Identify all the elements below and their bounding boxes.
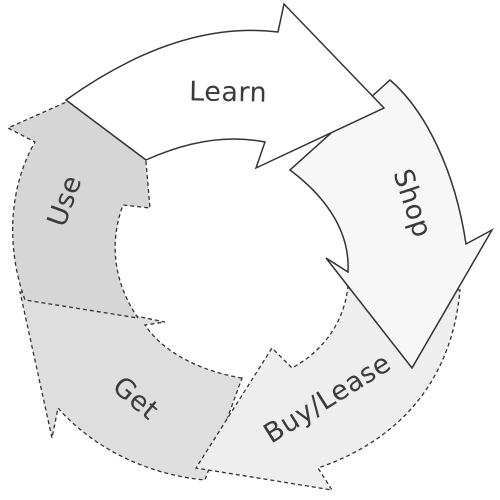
stage-get-arrow bbox=[19, 291, 243, 481]
stage-shop: Shop bbox=[288, 79, 494, 370]
stage-shop-arrow bbox=[288, 79, 494, 370]
stage-learn-arrow bbox=[64, 2, 386, 170]
stage-get: Get bbox=[19, 291, 243, 481]
stage-learn: Learn bbox=[64, 2, 386, 170]
stage-learn-label: Learn bbox=[189, 76, 267, 108]
